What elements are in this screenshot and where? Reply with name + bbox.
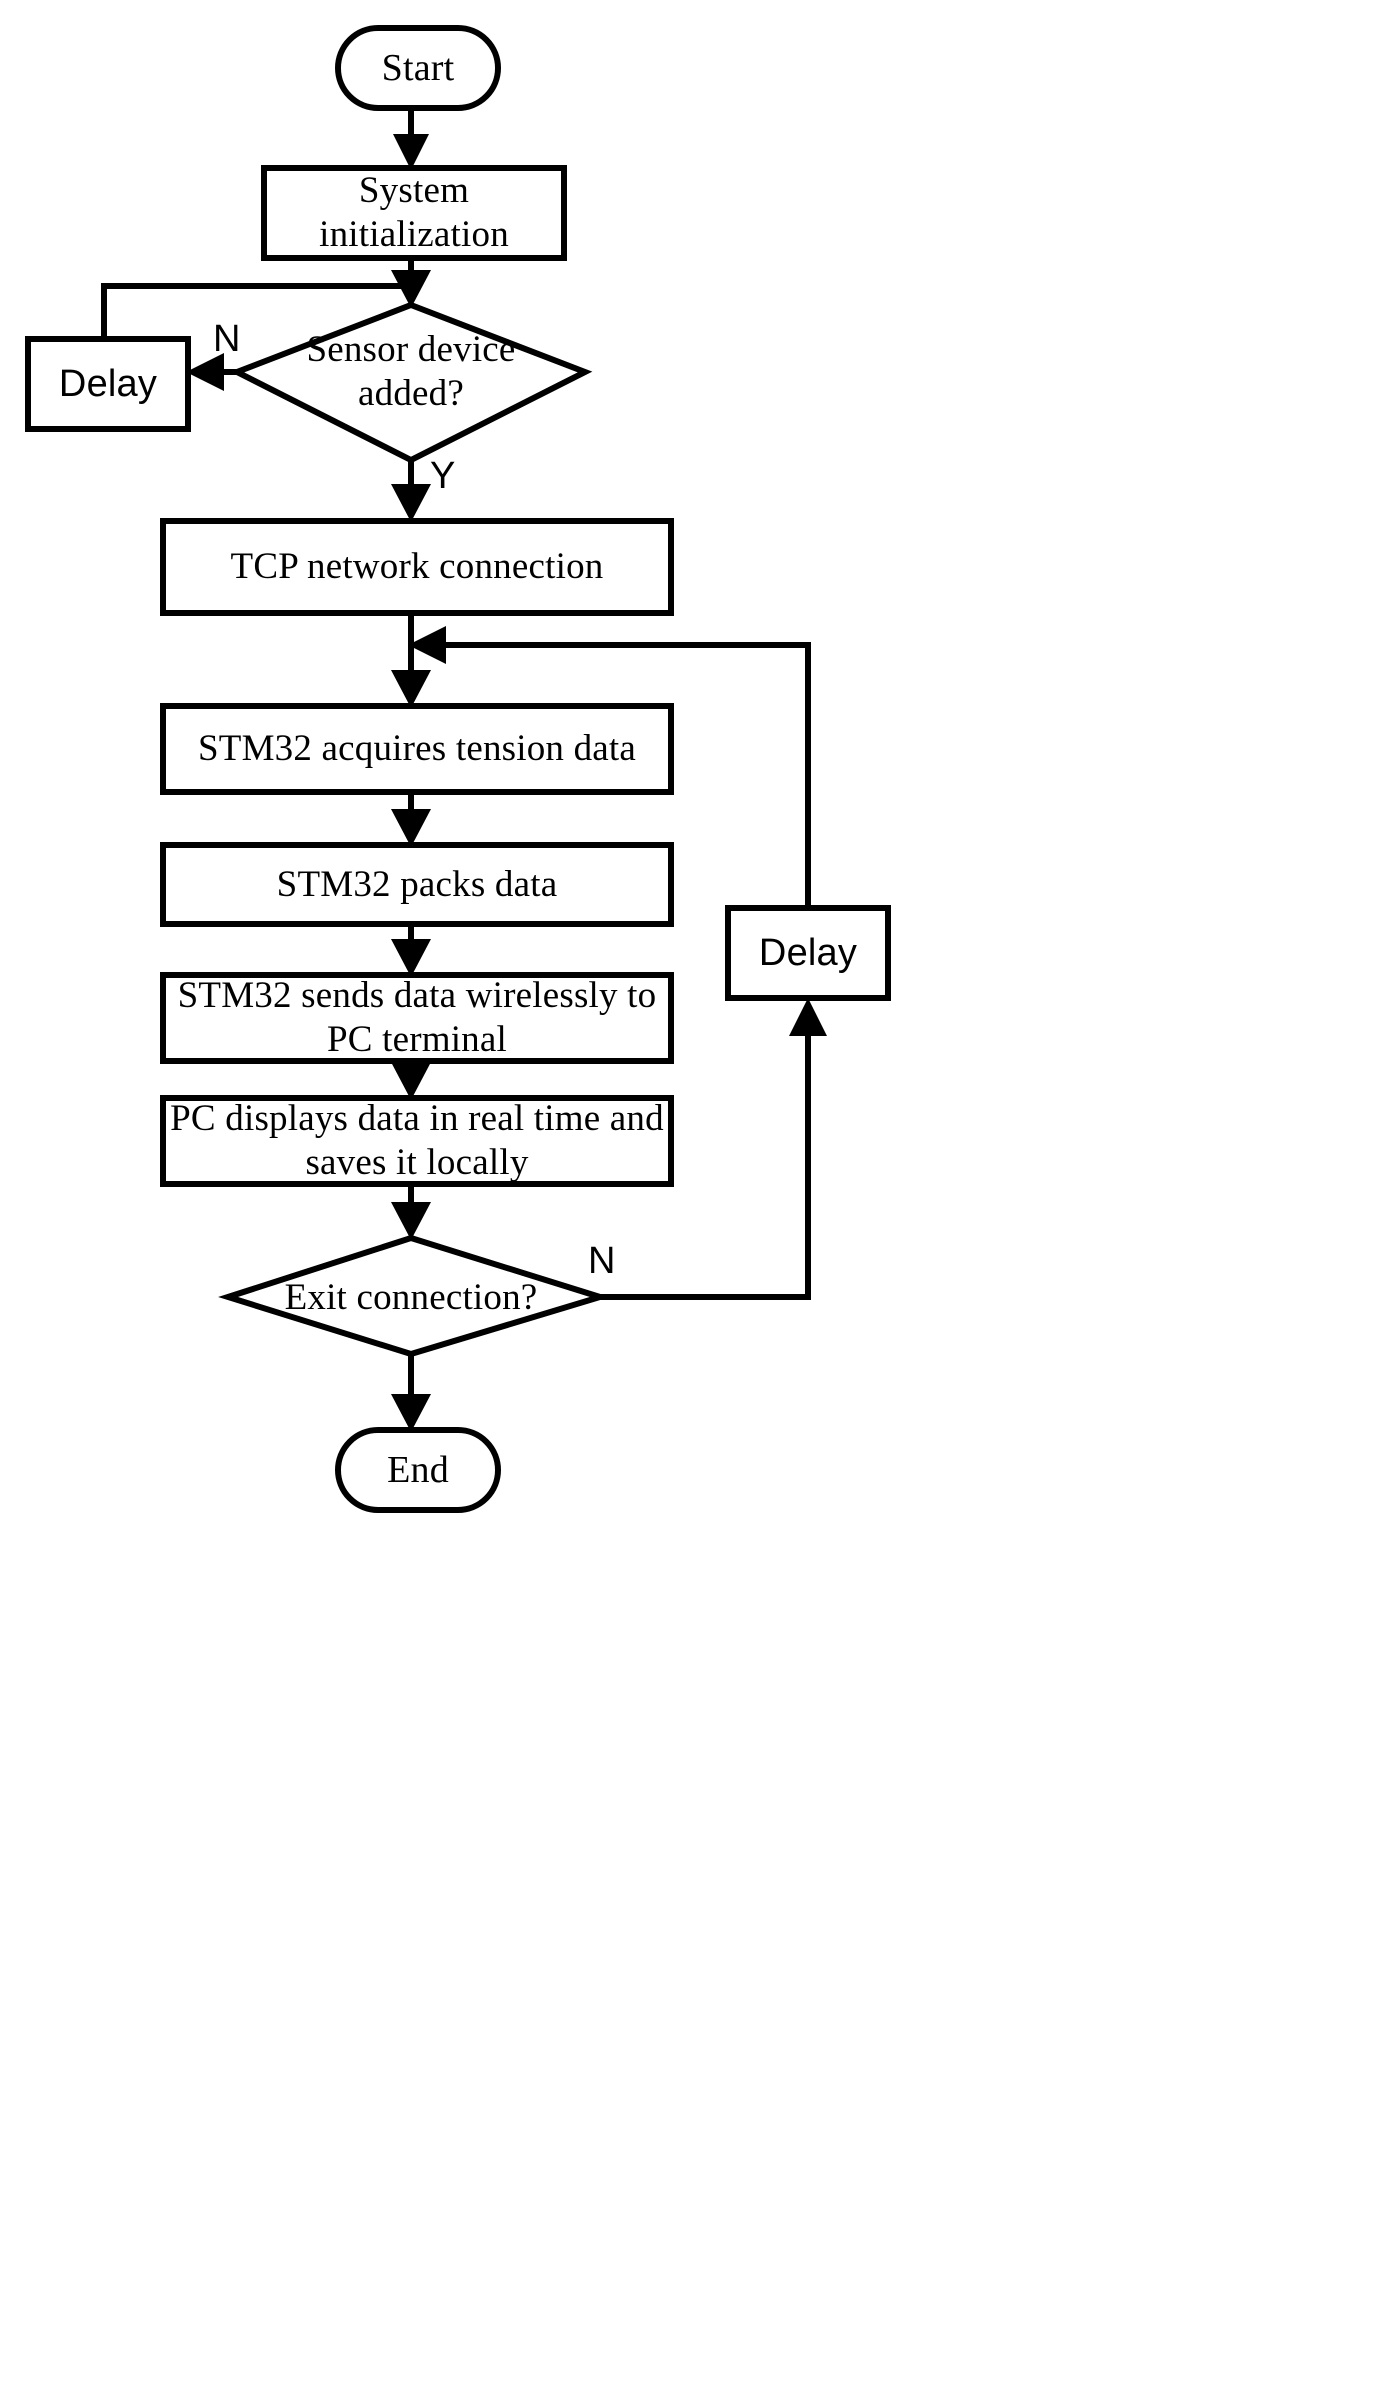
node-shape-pack[interactable] — [160, 842, 674, 927]
node-shape-start[interactable] — [335, 25, 501, 111]
edge-delay-right-to-acquire — [432, 642, 811, 908]
edge-delay-left-to-sensor-check — [101, 283, 411, 339]
node-shape-send[interactable] — [160, 972, 674, 1064]
arrowhead-send-to-display — [391, 1062, 431, 1100]
arrowhead-pack-to-send — [391, 939, 431, 977]
node-shape-display[interactable] — [160, 1095, 674, 1187]
node-shape-system-init[interactable] — [261, 165, 567, 261]
arrowhead-tcp-connect-to-acquire — [391, 670, 431, 708]
arrowhead-display-to-exit-check — [391, 1202, 431, 1240]
node-shape-delay-left[interactable] — [25, 336, 191, 432]
arrowhead-sensor-check-to-tcp-connect — [391, 484, 431, 522]
arrowhead-start-to-system-init — [393, 134, 429, 170]
node-shape-sensor-check[interactable] — [229, 301, 593, 464]
node-shape-acquire[interactable] — [160, 703, 674, 795]
node-shape-delay-right[interactable] — [725, 905, 891, 1001]
arrowhead-acquire-to-pack — [391, 809, 431, 847]
node-shape-exit-check[interactable] — [218, 1234, 611, 1358]
arrowhead-exit-check-to-delay-right — [789, 998, 827, 1036]
node-shape-tcp-connect[interactable] — [160, 518, 674, 616]
arrowhead-sensor-check-to-delay-left — [186, 353, 224, 391]
arrowhead-delay-right-return — [408, 626, 446, 664]
edge-exit-check-to-delay-right — [600, 1020, 811, 1300]
node-shape-end[interactable] — [335, 1427, 501, 1513]
arrowhead-exit-check-to-end — [391, 1394, 431, 1432]
